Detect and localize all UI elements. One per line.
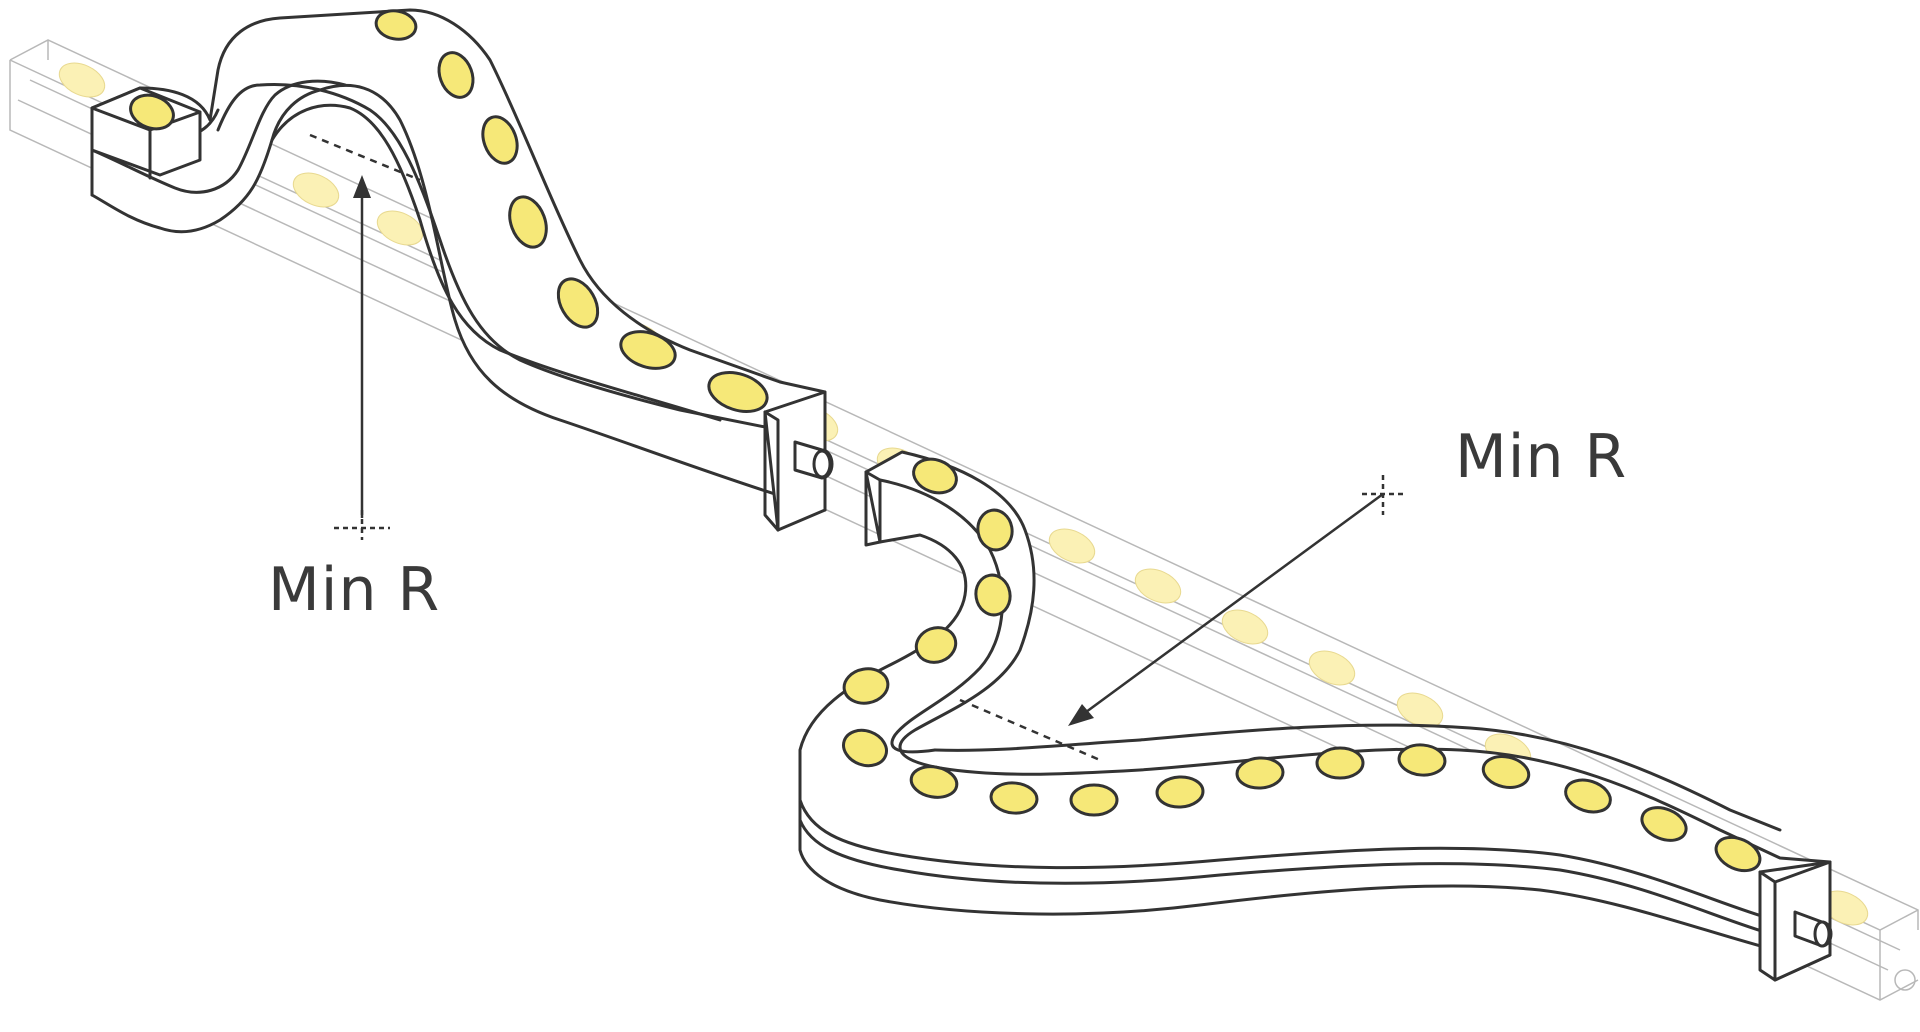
radius-arrow-shaft-right	[1081, 492, 1384, 717]
min-radius-marker-horizontal	[959, 475, 1406, 762]
radius-dashed-line-left	[309, 133, 421, 182]
led-dots-vertical-bend	[129, 9, 769, 413]
strip-segment-horizontal-bend	[798, 450, 1833, 982]
arrow-head-icon	[353, 175, 371, 198]
min-radius-marker-vertical	[309, 133, 421, 540]
center-crosshair-icon	[1362, 475, 1406, 515]
min-radius-label-vertical: Min R	[268, 555, 441, 625]
min-radius-label-horizontal: Min R	[1455, 422, 1628, 492]
center-crosshair-icon	[334, 510, 390, 540]
led-dots-horizontal-bend	[842, 457, 1762, 873]
arrow-head-icon	[1068, 704, 1094, 726]
